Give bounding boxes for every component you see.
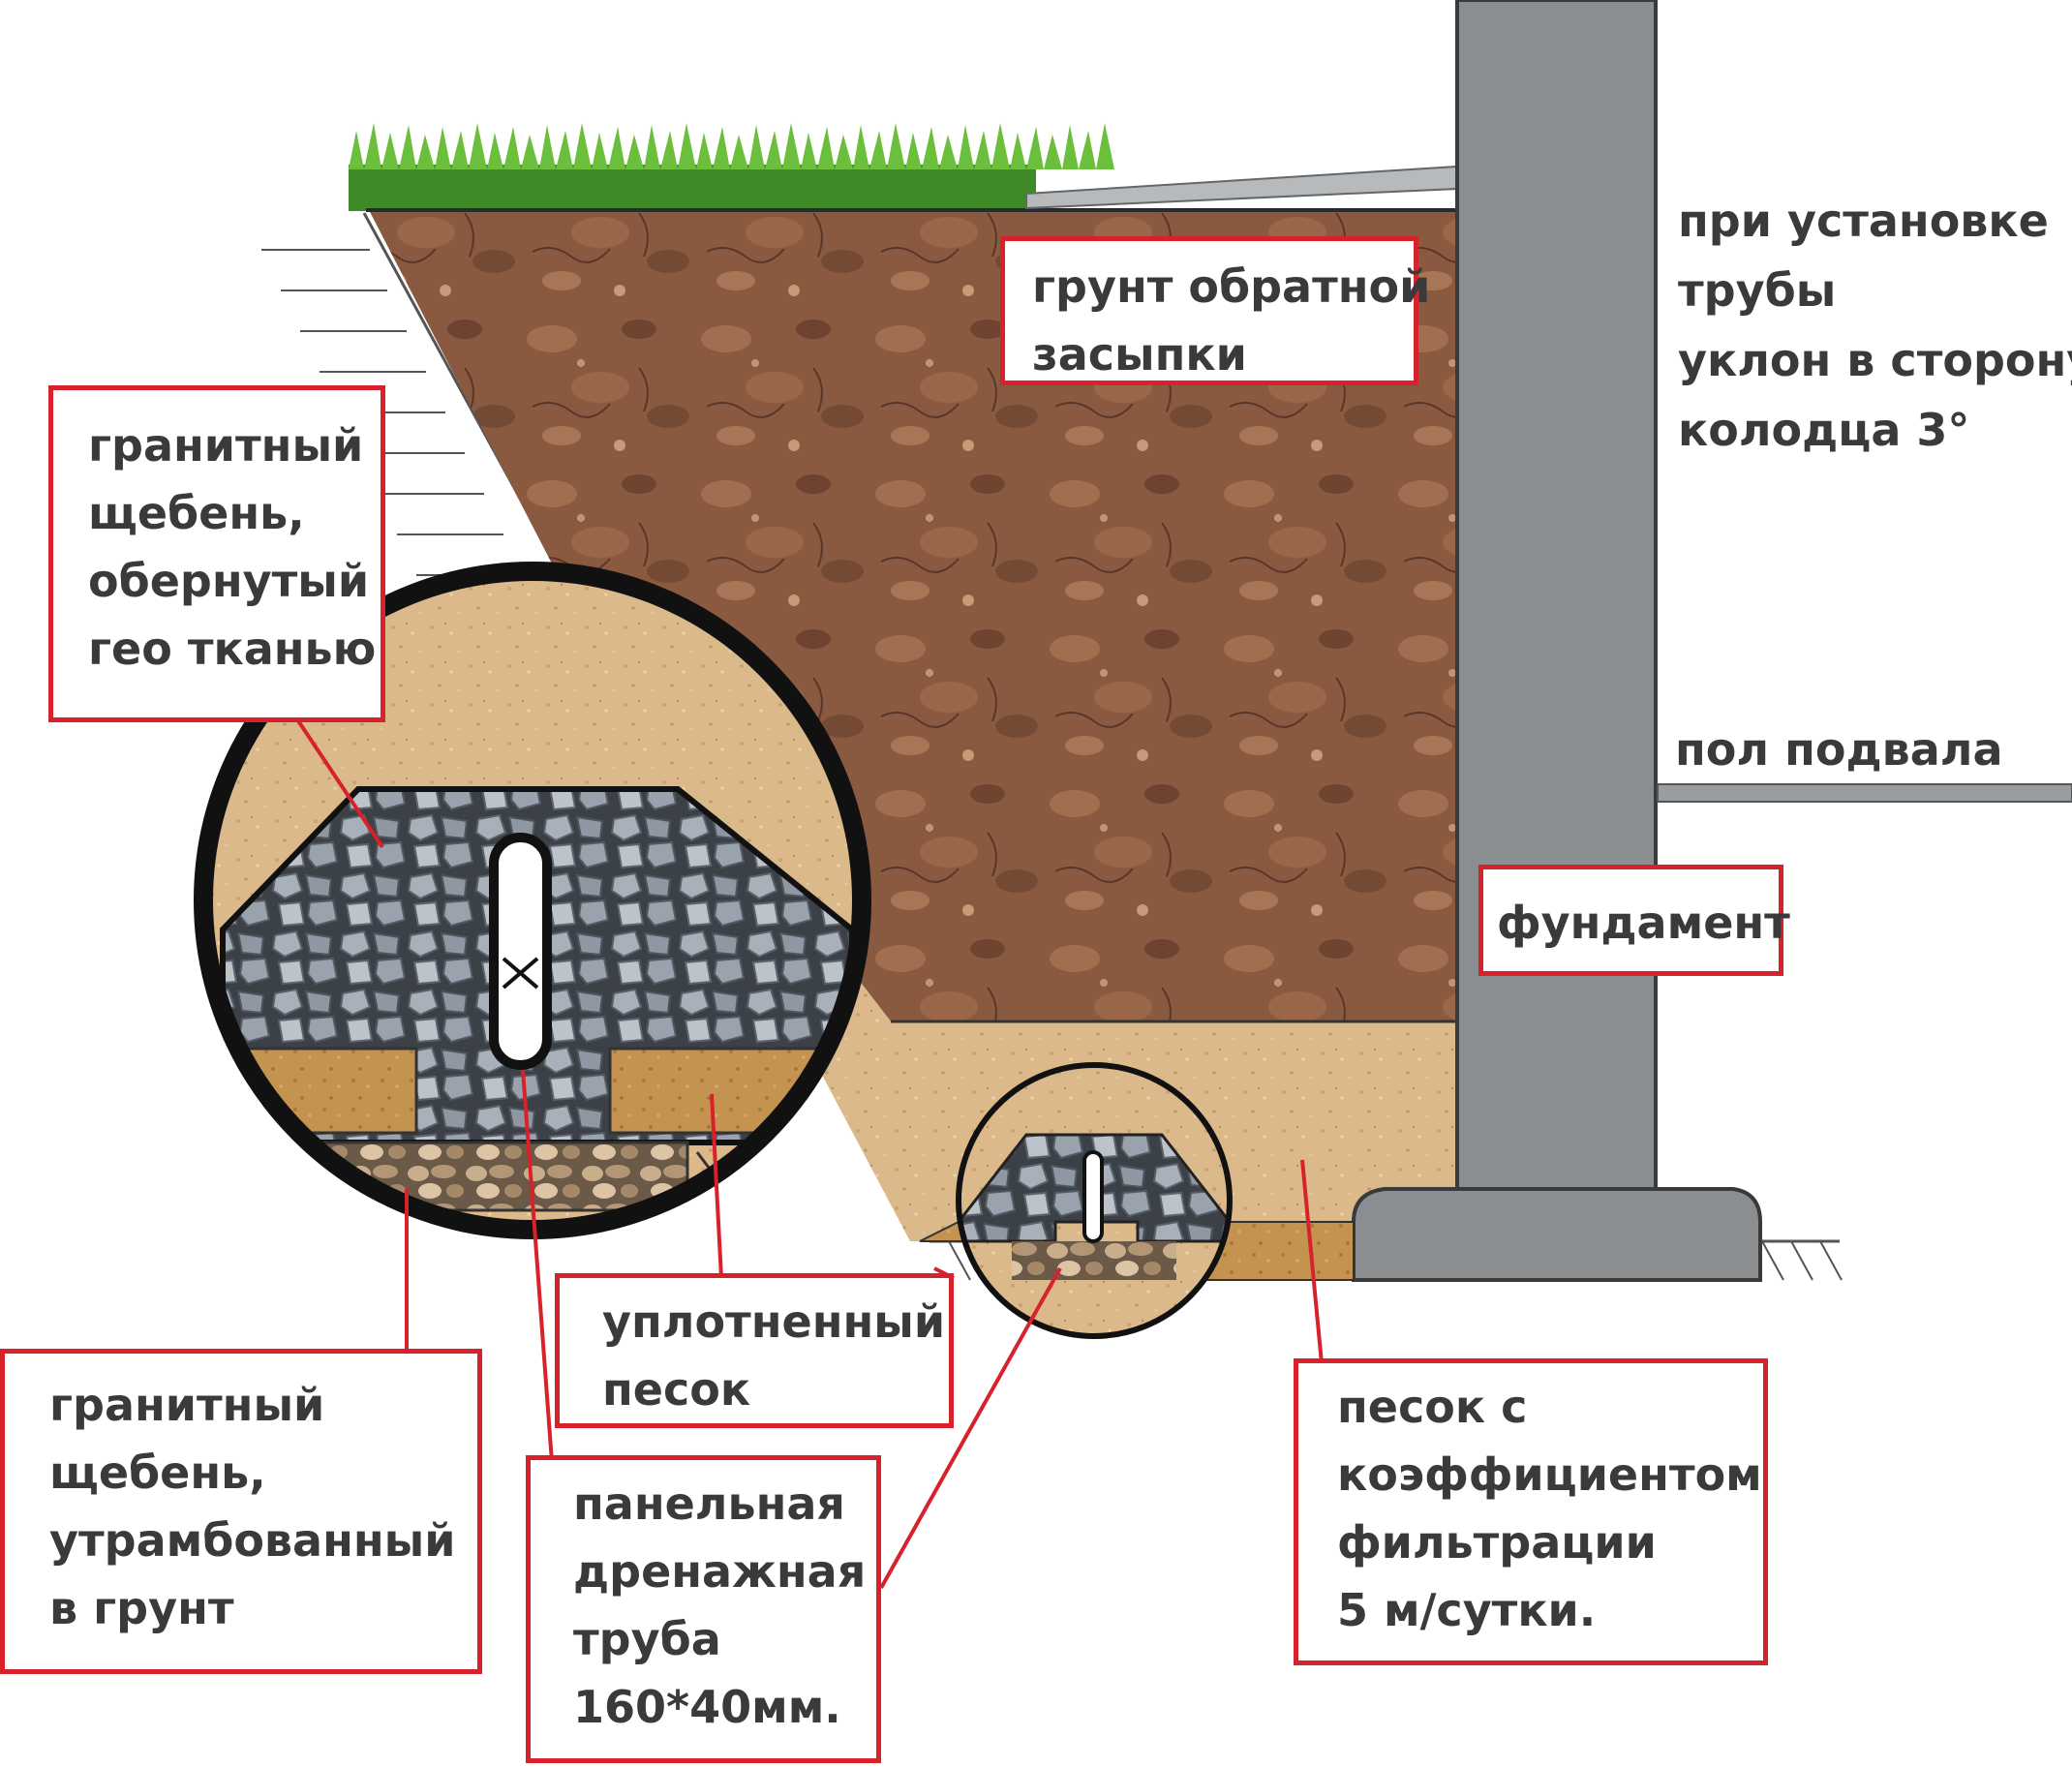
note-line: колодца 3° <box>1678 404 1970 456</box>
note-line: при установке <box>1678 195 2049 247</box>
label-line: 160*40мм. <box>573 1681 841 1733</box>
drain-pipe-icon <box>489 833 552 1070</box>
label-line: коэффициентом <box>1337 1448 1762 1501</box>
slope-note: при установке трубы уклон в сторону коло… <box>1678 186 2072 465</box>
label-line: фильтрации <box>1337 1516 1657 1569</box>
label-rammed-gravel: гранитный щебень, утрамбованный в грунт <box>0 1349 482 1674</box>
leader-lines <box>293 715 1324 1589</box>
label-compacted-sand: уплотненный песок <box>555 1273 954 1428</box>
label-line: уплотненный <box>602 1295 946 1348</box>
label-line: утрамбованный <box>49 1514 456 1567</box>
label-line: песок <box>602 1363 751 1416</box>
label-line: засыпки <box>1032 328 1247 381</box>
label-drain-pipe: панельная дренажная труба 160*40мм. <box>526 1455 881 1763</box>
label-line: гранитный <box>49 1379 325 1431</box>
label-line: дренажная <box>573 1545 867 1598</box>
filter-sand-layer <box>581 620 1457 1241</box>
label-foundation: фундамент <box>1478 865 1790 976</box>
label-line: гео тканью <box>88 623 377 675</box>
basement-floor-label: пол подвала <box>1675 715 2062 784</box>
label-line: панельная <box>573 1478 845 1530</box>
label-line: щебень, <box>49 1447 266 1499</box>
label-line: песок с <box>1337 1381 1528 1433</box>
blind-area <box>1025 165 1458 210</box>
label-backfill-soil: грунт обратной засыпки <box>1000 236 1431 385</box>
label-line: в грунт <box>49 1582 234 1634</box>
label-line: обернутый <box>88 555 370 607</box>
label-line: труба <box>573 1613 721 1665</box>
label-line: грунт обратной <box>1032 260 1431 313</box>
drain-pipe-icon <box>1082 1150 1104 1243</box>
basement-floor-slab <box>1657 783 2072 803</box>
small-drain-assembly <box>919 1062 1355 1339</box>
note-line: уклон в сторону <box>1678 334 2072 386</box>
label-line: щебень, <box>88 487 305 539</box>
foundation-wall <box>1455 0 1658 1203</box>
note-line: трубы <box>1678 264 1837 317</box>
label-line: фундамент <box>1497 897 1790 949</box>
label-line: 5 м/сутки. <box>1337 1584 1597 1636</box>
magnifier-circle <box>956 1062 1233 1339</box>
grass-texture <box>349 123 1457 212</box>
label-filter-sand: песок с коэффициентом фильтрации 5 м/сут… <box>1294 1358 1768 1665</box>
backfill-soil <box>368 208 1457 1021</box>
label-geo-wrapped-gravel: гранитный щебень, обернутый гео тканью <box>48 385 385 722</box>
magnifier-circle <box>194 562 871 1239</box>
label-line: гранитный <box>88 419 364 472</box>
note-line: пол подвала <box>1675 723 2003 776</box>
